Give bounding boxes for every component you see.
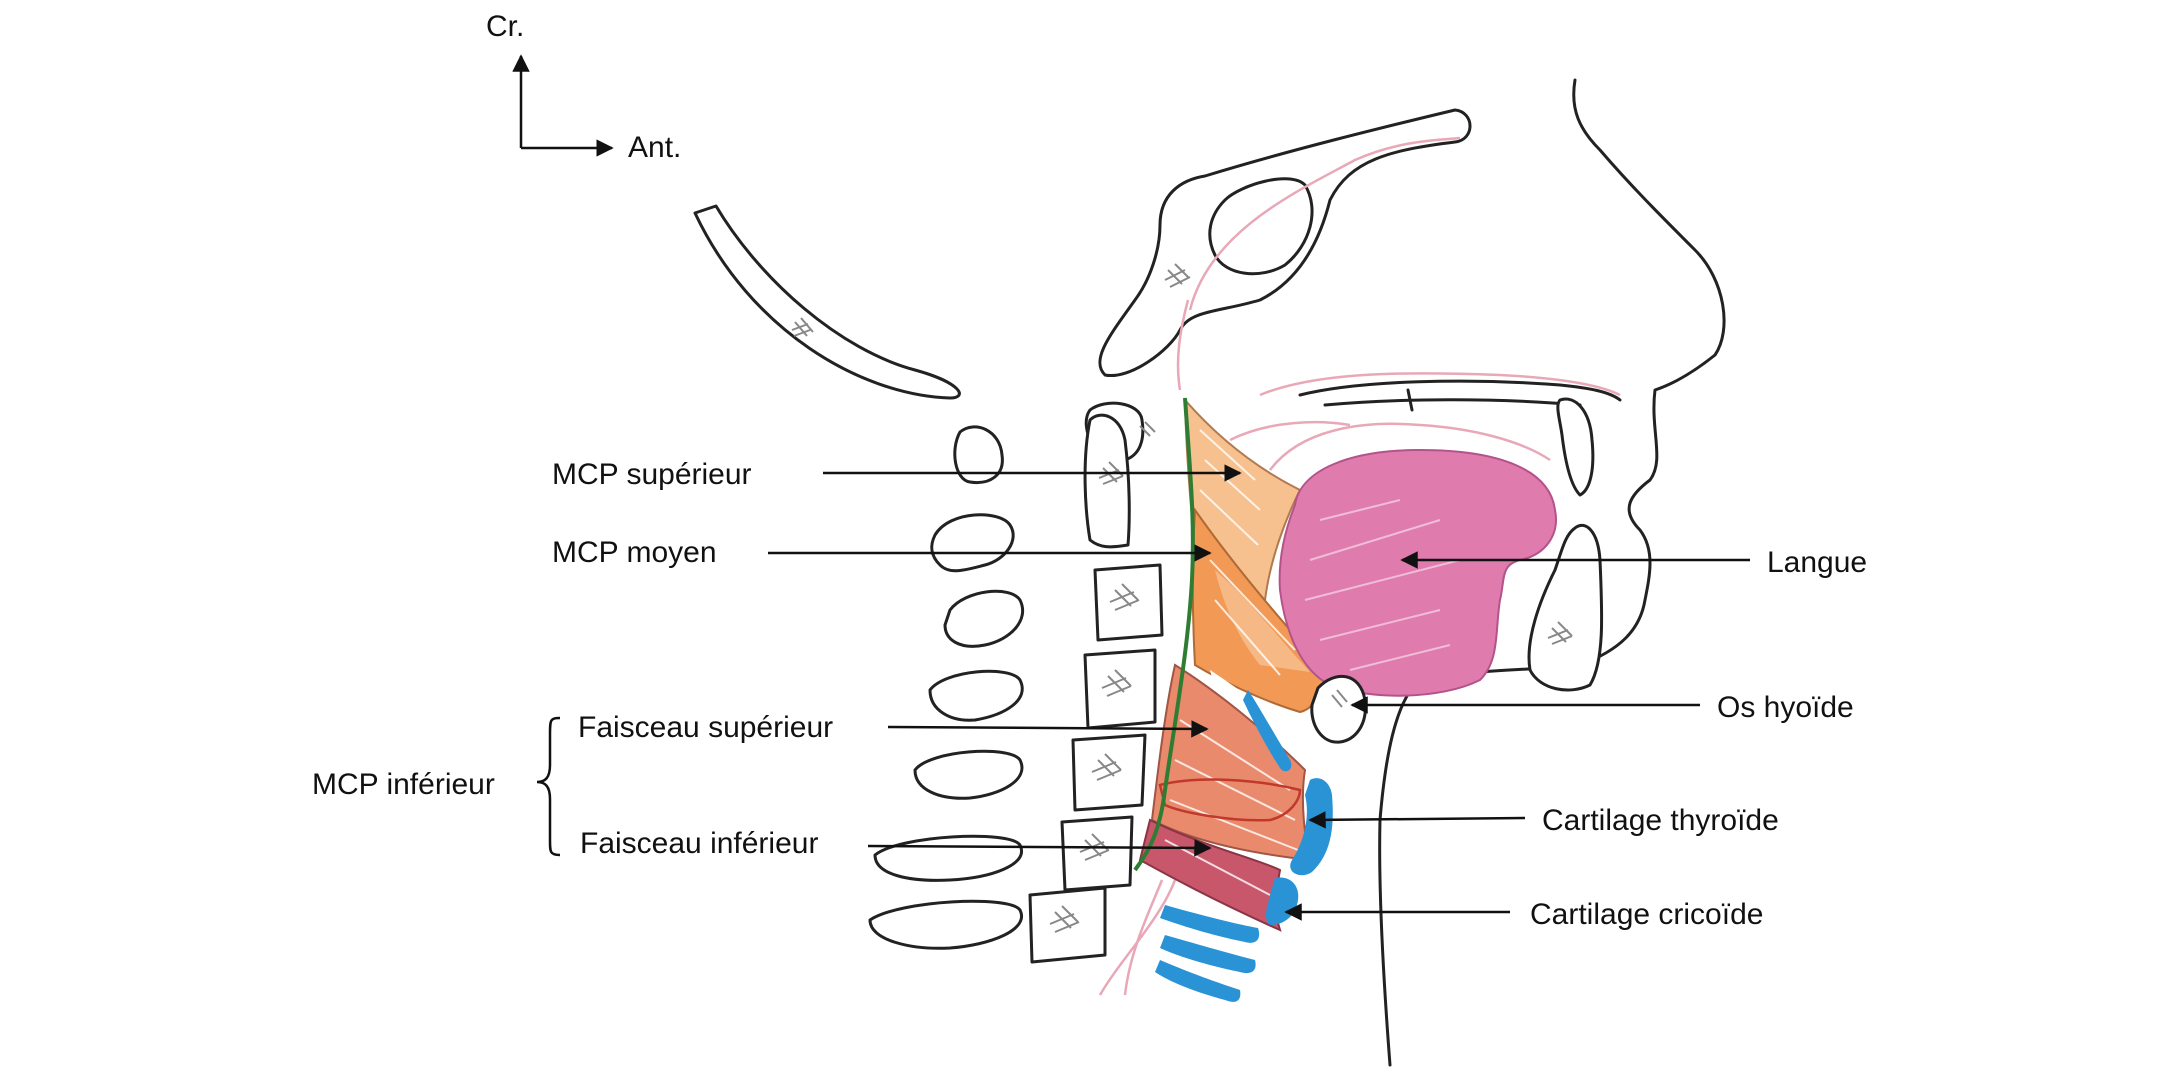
occipital-bone (693, 204, 961, 400)
label-faisceau-superieur: Faisceau supérieur (578, 711, 833, 744)
vertebrae-bodies (1028, 401, 1164, 964)
epiglottis (1243, 690, 1292, 772)
label-mcp-superieur: MCP supérieur (552, 458, 752, 491)
anterior-label: Ant. (628, 131, 681, 164)
tongue (1278, 448, 1557, 697)
label-mcp-inferieur: MCP inférieur (312, 768, 495, 801)
prevertebral-lines (1098, 299, 1190, 996)
label-cartilage-cricoide: Cartilage cricoïde (1530, 898, 1763, 931)
label-os-hyoide: Os hyoïde (1717, 691, 1854, 724)
label-mcp-moyen: MCP moyen (552, 536, 717, 569)
label-cartilage-thyroide: Cartilage thyroïde (1542, 804, 1779, 837)
muscle-fibres (1164, 429, 1299, 896)
leader-lines (536, 464, 1750, 921)
label-faisceau-inferieur: Faisceau inférieur (580, 827, 818, 860)
incisors (1527, 397, 1604, 692)
label-langue: Langue (1767, 546, 1867, 579)
face-profile (1378, 78, 1726, 1067)
pharynx-wall (1133, 397, 1195, 872)
orientation-compass: Cr. Ant. (486, 10, 681, 164)
vertebrae-posterior-arches (868, 425, 1024, 950)
cranial-label: Cr. (486, 10, 524, 43)
sphenoid-bone (1098, 108, 1472, 377)
hard-palate (1229, 372, 1622, 442)
hyoid-bone (1310, 674, 1367, 744)
